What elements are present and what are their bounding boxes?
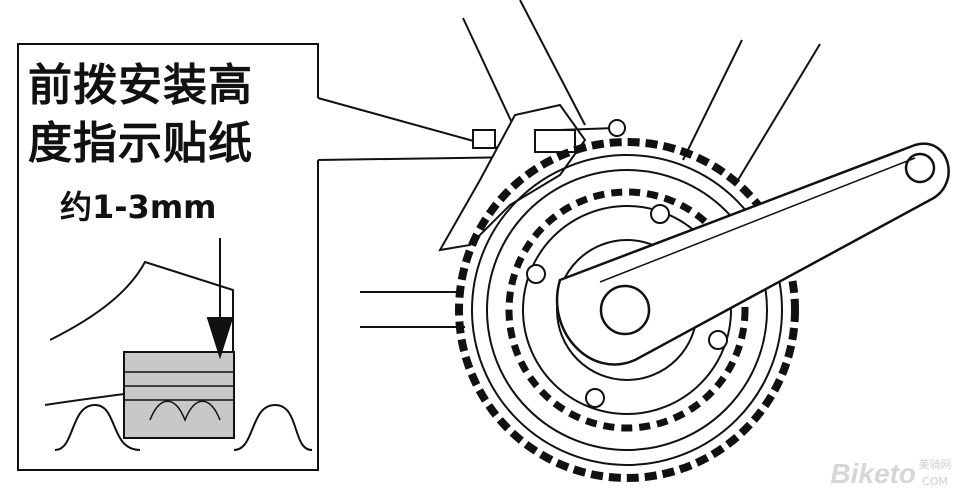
crank-arm: [555, 142, 950, 366]
height-sticker: [123, 351, 235, 439]
watermark-cn: 美骑网: [918, 458, 952, 471]
inset-detail: [44, 238, 313, 451]
front-derailleur: [438, 103, 626, 252]
watermark-domain: COM: [922, 475, 948, 488]
watermark-brand: Biketo: [830, 458, 916, 489]
callout-title-line-1: 前拨安装高: [28, 60, 253, 111]
frame-tubes: [360, 0, 821, 328]
pointer-arrowhead: [206, 317, 234, 360]
measurement-label: 约1-3mm: [60, 188, 217, 226]
chainrings: [455, 138, 799, 482]
chainring-bolts: [526, 204, 728, 408]
callout-title-line-2: 度指示贴纸: [28, 118, 253, 169]
